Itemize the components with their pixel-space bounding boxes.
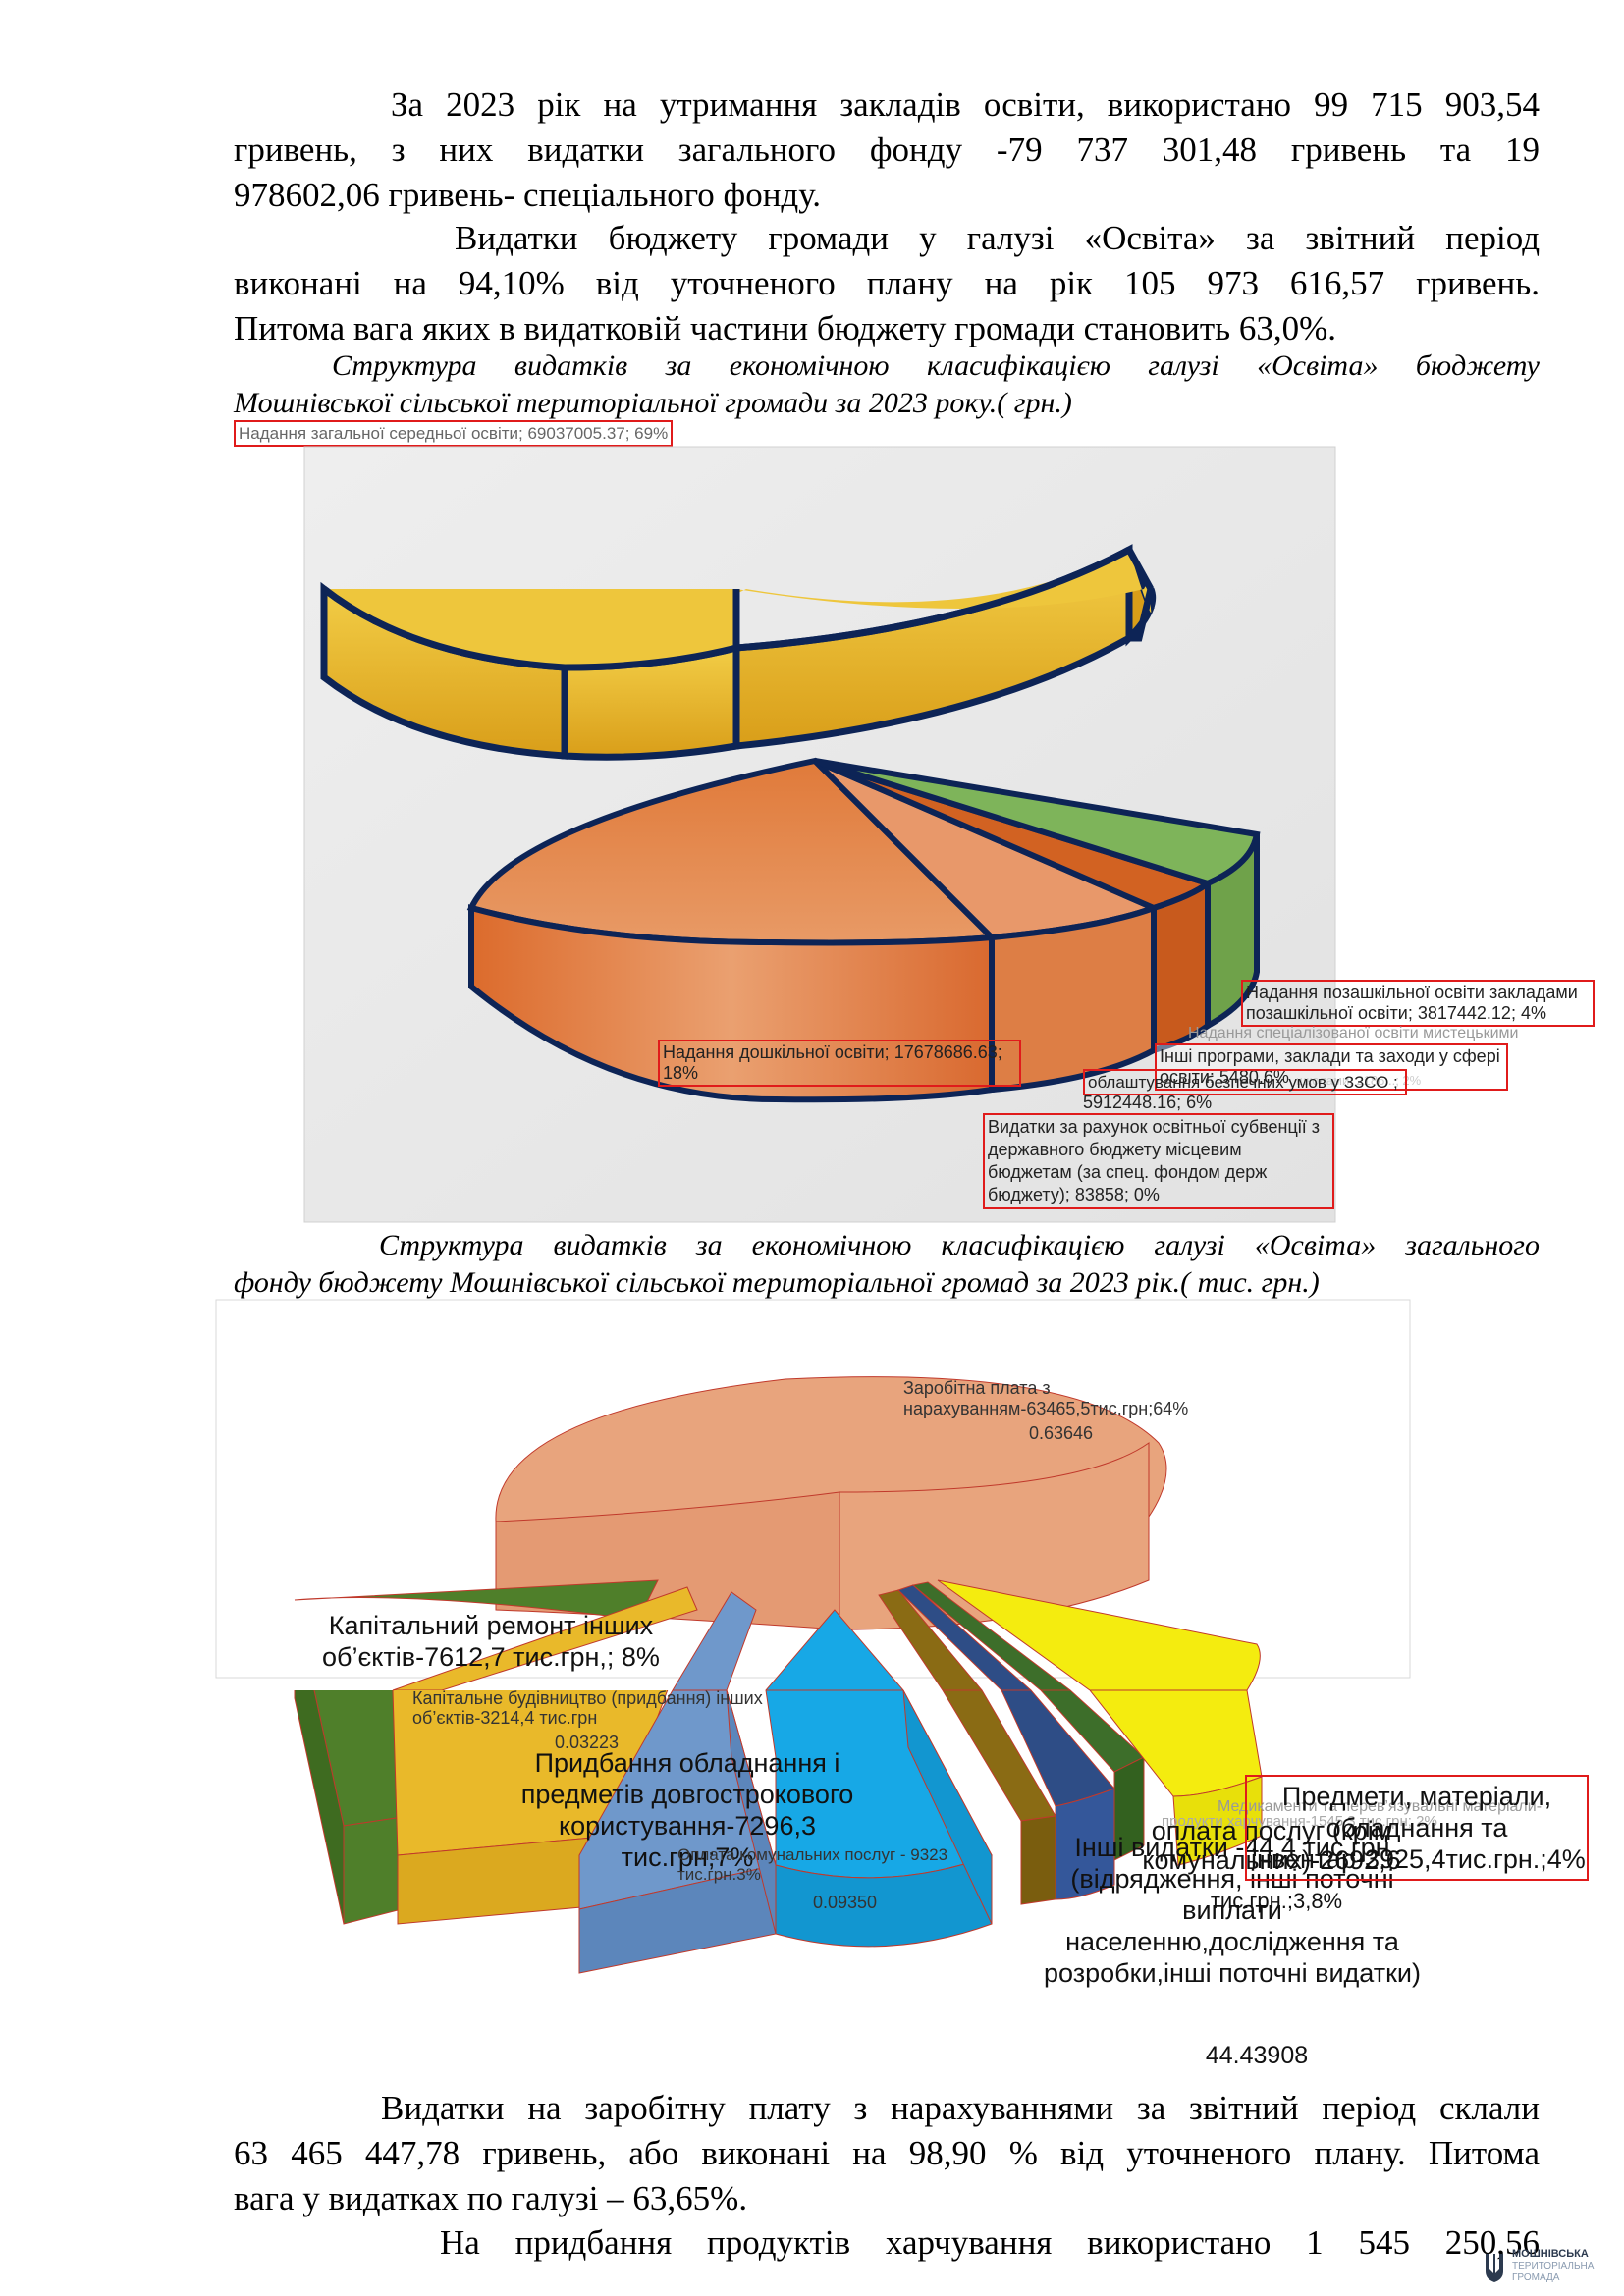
chart2-lower-food (942, 1690, 1056, 1905)
paragraph-food: На придбання продуктів харчування викори… (234, 2220, 1540, 2266)
chart2-lower-services (1001, 1690, 1115, 1900)
chart1-slice-extracurricular (813, 758, 1215, 1054)
paragraph-budget-execution: Видатки бюджету громади у галузі «Освіта… (234, 216, 1540, 351)
chart1-slice-equipping (812, 758, 1163, 1094)
chart2-label-other-value: 44.43908 (1205, 2042, 1309, 2069)
chart2-label-cap-build-value: 0.03223 (555, 1733, 620, 1752)
caption1-line2: Мошнівської сільської територіальної гро… (234, 387, 1072, 419)
chart1-slice-preschool (466, 757, 999, 1103)
community-logo: МОШНІВСЬКА ТЕРИТОРІАЛЬНА ГРОМАДА (1483, 2248, 1600, 2287)
para1-line3: 978602,06 гривень- спеціального фонду. (234, 176, 821, 214)
chart1-label-preschool: Надання дошкільної освіти; 17678686.63; … (658, 1040, 1021, 1087)
chart2-caption: Структура видатків за економічною класиф… (234, 1227, 1540, 1302)
chart2-label-food: продукти харчування-1545,3 тис.грн; 2% (1162, 1813, 1437, 1830)
chart2-slice-services (897, 1584, 1032, 1690)
chart1-label-general-secondary: Надання загальної середньої освіти; 6903… (234, 420, 674, 447)
paragraph-education-spending: За 2023 рік на утримання закладів освіти… (234, 82, 1540, 218)
chart2-label-other-percent: тис.грн.;3,8% (1210, 1889, 1343, 1913)
chart2-label-utilities-value: 0.09350 (813, 1893, 878, 1912)
chart1-label-subvention: Видатки за рахунок освітньої субвенції з… (983, 1113, 1334, 1209)
chart2-pie-lower (294, 1690, 1263, 1974)
para2-line3: Питома вага яких в видатковій частини бю… (234, 309, 1337, 347)
chart2-slice-food (878, 1589, 983, 1690)
paragraph-salary: Видатки на заробітну плату з нарахування… (234, 2086, 1540, 2221)
para2-line2: виконані на 94,10% від уточненого плану … (234, 264, 1540, 302)
chart2-label-services: оплата послуг (крім комунальних)-2692,6 (1142, 1816, 1401, 1875)
chart1-label-extracurricular: Надання позашкільної освіти закладами по… (1241, 980, 1595, 1027)
para3-line3: вага у видатках по галузі – 63,65%. (234, 2179, 748, 2217)
chart2-label-salary-value: 0.63646 (1029, 1423, 1094, 1443)
caption2-line1: Структура видатків за економічною класиф… (379, 1229, 1540, 1261)
chart2-pie (215, 1299, 1411, 1690)
chart2-label-other: Інші видатки -44,4 тис.грн (відрядження,… (1044, 1833, 1421, 1988)
chart2-label-utilities: Оплата комунальних послуг - 9323 тис.грн… (677, 1845, 948, 1884)
chart1-pie (303, 446, 1336, 1223)
chart2-lower-equipment (578, 1690, 777, 1974)
chart2-lower-utilities (765, 1690, 993, 1948)
para1-line2: гривень, з них видатки загального фонду … (234, 131, 1540, 169)
para1-line1: За 2023 рік на утримання закладів освіти… (391, 85, 1540, 124)
chart2-slice-equipment (672, 1591, 757, 1690)
chart1-label-equipping: облаштування безпечних умов у ЗЗСО ; (1083, 1069, 1407, 1095)
para3-line2: 63 465 447,78 гривень, або виконані на 9… (234, 2134, 1540, 2172)
chart2-lower-items (1089, 1690, 1263, 1866)
chart2-slice-medicine (911, 1581, 1071, 1690)
para4-line1: На придбання продуктів харчування викори… (440, 2223, 1540, 2262)
chart1-label-equipping-value: 5912448.16; 6% (1083, 1093, 1213, 1112)
chart1-label-special-art: Надання спеціалізованої освіти мистецьки… (1188, 1025, 1519, 1041)
para3-line1: Видатки на заробітну плату з нарахування… (381, 2089, 1540, 2127)
chart2-label-cap-build: Капітальне будівництво (придбання) інших… (412, 1688, 763, 1728)
trident-icon (1486, 2254, 1503, 2282)
chart2-label-equipment: Придбання обладнання і предметів довгост… (520, 1748, 854, 1872)
chart2-slice-cap-build (392, 1586, 698, 1690)
chart2-label-salary: Заробітна плата з нарахуванням-63465,5ти… (903, 1378, 1189, 1418)
chart1-label-special-art-hidden: школами; 2186...; 2% (1296, 1073, 1422, 1088)
chart1-caption: Структура видатків за економічною класиф… (234, 347, 1540, 422)
chart2-label-medicine: Медикаменти та перев’язувальні матеріали… (1218, 1798, 1543, 1815)
chart1-slice-general-secondary (320, 544, 1157, 761)
chart2-lower-cap-build (392, 1690, 669, 1925)
chart2-lower-medicine (1040, 1690, 1145, 1861)
logo-line3: ГРОМАДА (1512, 2272, 1560, 2283)
chart2-label-cap-repair: Капітальний ремонт інших об’єктів-7612,7… (322, 1611, 660, 1672)
chart1-label-other-programs: Інші програми, заклади та заходи у сфері… (1155, 1043, 1508, 1091)
logo-line2: ТЕРИТОРІАЛЬНА (1512, 2261, 1595, 2271)
chart2-slice-utilities (765, 1609, 904, 1690)
logo-line1: МОШНІВСЬКА (1512, 2248, 1589, 2260)
caption2-line2: фонду бюджету Мошнівської сільської тери… (234, 1266, 1320, 1299)
para2-line1: Видатки бюджету громади у галузі «Освіта… (455, 219, 1540, 257)
chart2-label-items: Предмети, матеріали, обладнання та інвен… (1245, 1775, 1589, 1881)
chart1-slice-other-green (814, 758, 1261, 1032)
caption1-line1: Структура видатків за економічною класиф… (332, 349, 1540, 382)
